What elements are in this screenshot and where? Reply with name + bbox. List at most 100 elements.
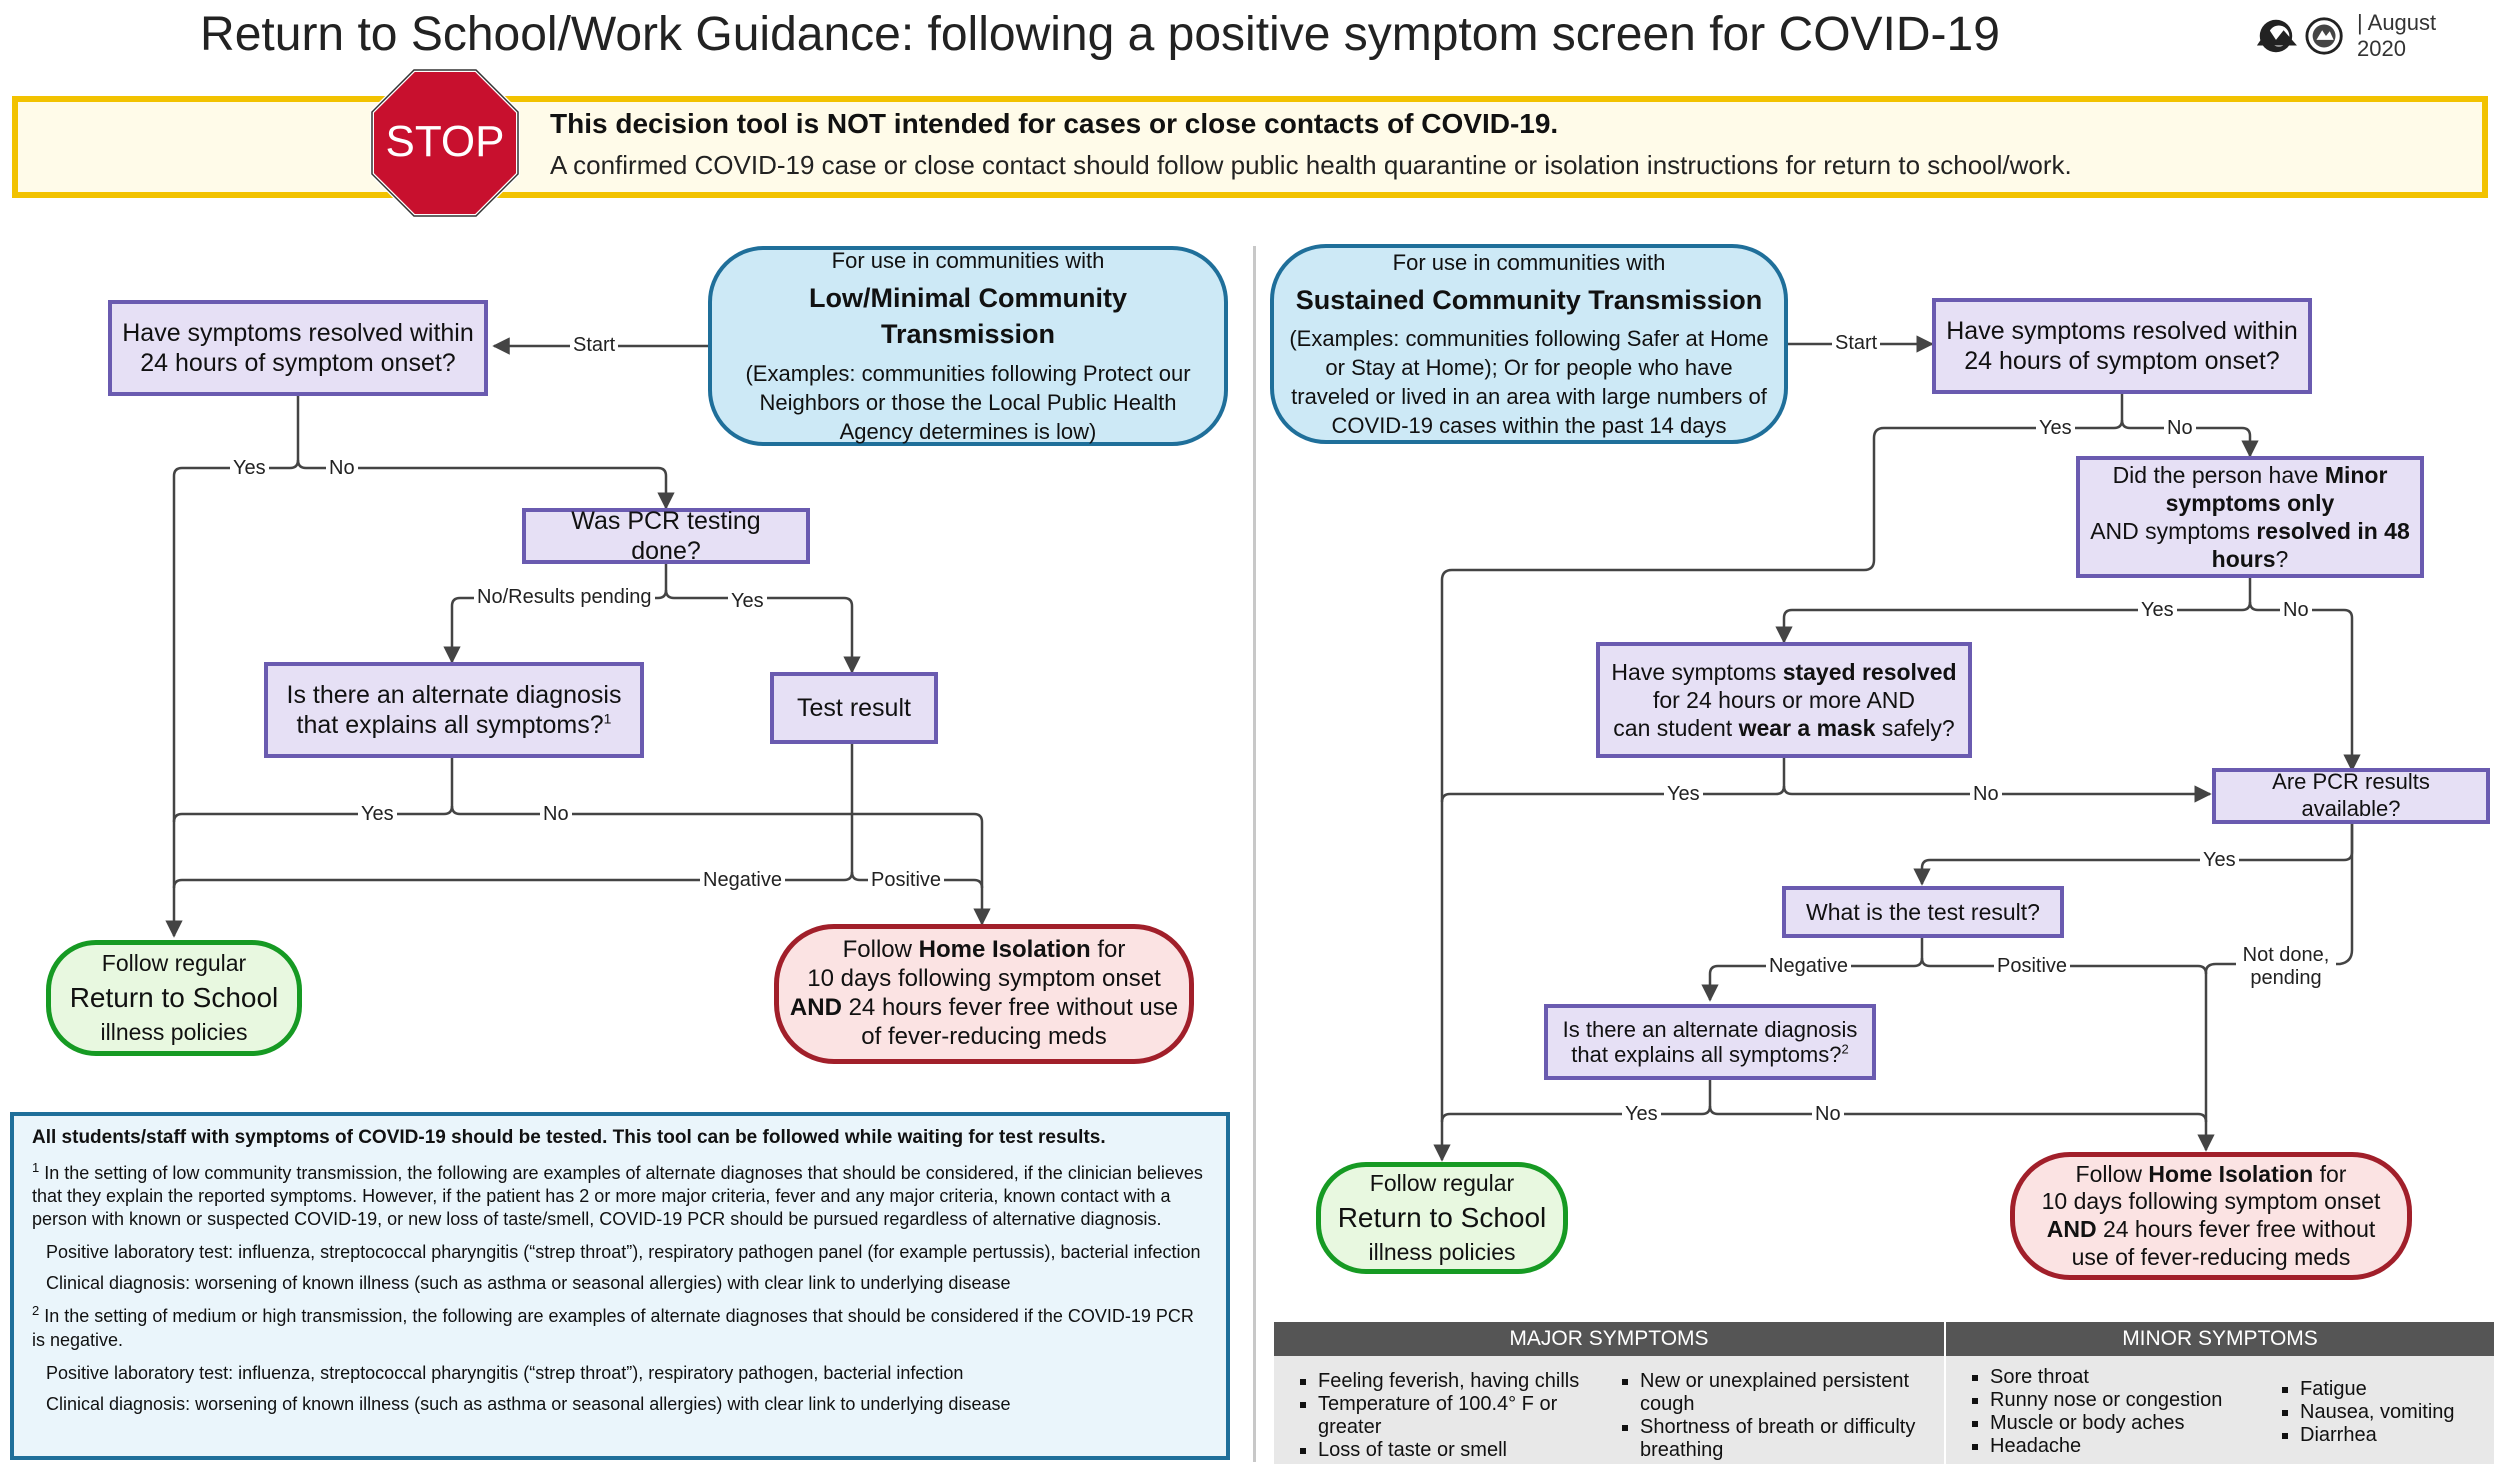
- isolation-bold: Home Isolation: [918, 936, 1091, 964]
- community-heading: Sustained Community Transmission: [1295, 284, 1763, 315]
- community-heading: Low/Minimal Community Transmission: [808, 283, 1127, 349]
- symptom-item: Shortness of breath or difficulty breath…: [1640, 1416, 1950, 1462]
- yes-label: Yes: [728, 590, 767, 612]
- footnote-ref: 2: [1841, 1041, 1849, 1057]
- isolation-line2: 10 days following symptom onset: [807, 965, 1161, 993]
- testing-heading: All students/staff with symptoms of COVI…: [32, 1127, 1106, 1148]
- question-symptoms-resolved: Have symptoms resolved within 24 hours o…: [1932, 298, 2312, 394]
- no-label: No: [1970, 783, 2002, 805]
- positive-label: Positive: [1994, 955, 2071, 977]
- footnote-1-number: 1: [32, 1160, 40, 1176]
- question-alternate-diagnosis: Is there an alternate diagnosis that exp…: [1544, 1004, 1876, 1080]
- footnote-1-lab: Positive laboratory test: influenza, str…: [46, 1242, 1201, 1263]
- no-label: No: [326, 457, 358, 479]
- symptom-item: Feeling feverish, having chills: [1318, 1370, 1608, 1393]
- cdphe-logo-icon: [2256, 19, 2297, 53]
- minor-text-c: AND symptoms: [2090, 518, 2257, 544]
- isolation-pre: Follow: [842, 936, 919, 964]
- yes-label: Yes: [230, 457, 269, 479]
- banner-warning-text: A confirmed COVID-19 case or close conta…: [550, 150, 2072, 180]
- isolation-line3: 24 hours fever free without: [2096, 1216, 2376, 1242]
- symptom-item: Sore throat: [1990, 1366, 2280, 1389]
- minor-symptoms-header: MINOR SYMPTOMS: [1946, 1322, 2494, 1356]
- stop-sign-icon: STOP: [370, 68, 520, 218]
- return-line2: Return to School: [1337, 1202, 1547, 1234]
- return-line3: illness policies: [100, 1018, 248, 1045]
- community-intro: For use in communities with: [831, 248, 1105, 274]
- symptom-item: New or unexplained persistent cough: [1640, 1370, 1950, 1416]
- return-line2: Return to School: [69, 982, 279, 1014]
- minor-symptoms-list: Sore throat Runny nose or congestion Mus…: [1946, 1356, 2494, 1464]
- symptom-item: Fatigue: [2300, 1378, 2500, 1401]
- minor-text-d: resolved in 48 hours: [2211, 518, 2410, 573]
- return-line1: Follow regular: [101, 950, 247, 977]
- column-divider: [1253, 246, 1256, 1462]
- minor-text-b: Minor symptoms only: [2165, 461, 2388, 516]
- return-line3: illness policies: [1368, 1238, 1516, 1265]
- test-result-box: Test result: [770, 672, 938, 744]
- footnote-ref: 1: [603, 710, 612, 727]
- yes-label: Yes: [2036, 417, 2075, 439]
- isolation-line4: use of fever-reducing meds: [2071, 1243, 2351, 1270]
- home-isolation-box: Follow Home Isolation for 10 days follow…: [2010, 1152, 2412, 1280]
- logo-area: | August 2020: [2255, 10, 2485, 61]
- community-examples: (Examples: communities following Protect…: [745, 360, 1191, 444]
- no-label: No: [1812, 1103, 1844, 1125]
- stayed-a: Have symptoms: [1611, 658, 1783, 685]
- yes-label: Yes: [2138, 599, 2177, 621]
- no-label: No: [2280, 599, 2312, 621]
- testing-footnotes: All students/staff with symptoms of COVI…: [10, 1112, 1230, 1460]
- symptom-item: Runny nose or congestion: [1990, 1389, 2280, 1412]
- home-isolation-box: Follow Home Isolation for 10 days follow…: [774, 924, 1194, 1064]
- isolation-pre: Follow: [2075, 1160, 2149, 1187]
- positive-label: Positive: [868, 869, 945, 891]
- major-symptoms-list: Feeling feverish, having chills Temperat…: [1274, 1356, 1944, 1464]
- return-line1: Follow regular: [1369, 1170, 1515, 1197]
- question-alternate-diagnosis: Is there an alternate diagnosis that exp…: [264, 662, 644, 758]
- stop-sign-label: STOP: [385, 117, 504, 166]
- isolation-bold: Home Isolation: [2148, 1160, 2314, 1187]
- yes-label: Yes: [358, 803, 397, 825]
- state-seal-icon: [2305, 17, 2343, 55]
- minor-symptoms-col2: Fatigue Nausea, vomiting Diarrhea: [2282, 1378, 2500, 1447]
- symptom-item: Muscle or body aches: [1990, 1412, 2280, 1435]
- start-label: Start: [570, 334, 619, 356]
- negative-label: Negative: [1766, 955, 1851, 977]
- minor-text-a: Did the person have: [2112, 461, 2325, 488]
- isolation-line4: of fever-reducing meds: [861, 1022, 1107, 1050]
- alternate-diagnosis-text: Is there an alternate diagnosis that exp…: [286, 680, 622, 740]
- minor-text-e: ?: [2275, 546, 2289, 573]
- return-to-school-box: Follow regular Return to School illness …: [46, 940, 302, 1056]
- no-label: No: [540, 803, 572, 825]
- symptom-item: Loss of taste or smell: [1318, 1439, 1608, 1462]
- community-intro: For use in communities with: [1392, 249, 1666, 275]
- major-symptoms-header: MAJOR SYMPTOMS: [1274, 1322, 1944, 1356]
- footnote-2-lab: Positive laboratory test: influenza, str…: [46, 1362, 964, 1383]
- isolation-post: for: [1090, 936, 1126, 964]
- no-label: No: [2164, 417, 2196, 439]
- symptom-item: Diarrhea: [2300, 1424, 2500, 1447]
- symptom-item: Nausea, vomiting: [2300, 1401, 2500, 1424]
- low-transmission-community-box: For use in communities with Low/Minimal …: [708, 246, 1228, 446]
- footnote-2-clinical: Clinical diagnosis: worsening of known i…: [46, 1393, 1011, 1414]
- footnote-1: 1 In the setting of low community transm…: [32, 1160, 1208, 1231]
- start-label: Start: [1832, 332, 1881, 354]
- negative-label: Negative: [700, 869, 785, 891]
- question-pcr-available: Are PCR results available?: [2212, 768, 2490, 824]
- publication-date: | August 2020: [2357, 10, 2437, 61]
- major-symptoms-col2: New or unexplained persistent cough Shor…: [1622, 1370, 1950, 1462]
- footnote-2: 2 In the setting of medium or high trans…: [32, 1303, 1208, 1351]
- symptom-item: Headache: [1990, 1435, 2280, 1458]
- footnote-2-number: 2: [32, 1303, 40, 1319]
- yes-label: Yes: [1622, 1103, 1661, 1125]
- question-pcr-done: Was PCR testing done?: [522, 507, 810, 565]
- alternate-diagnosis-text: Is there an alternate diagnosis that exp…: [1562, 1016, 1858, 1067]
- symptom-item: Temperature of 100.4° F or greater: [1318, 1393, 1608, 1439]
- page-title: Return to School/Work Guidance: followin…: [200, 8, 2000, 61]
- not-done-pending-label: Not done, pending: [2236, 944, 2336, 990]
- banner-warning-title: This decision tool is NOT intended for c…: [550, 108, 1559, 139]
- isolation-post: for: [2313, 1160, 2347, 1187]
